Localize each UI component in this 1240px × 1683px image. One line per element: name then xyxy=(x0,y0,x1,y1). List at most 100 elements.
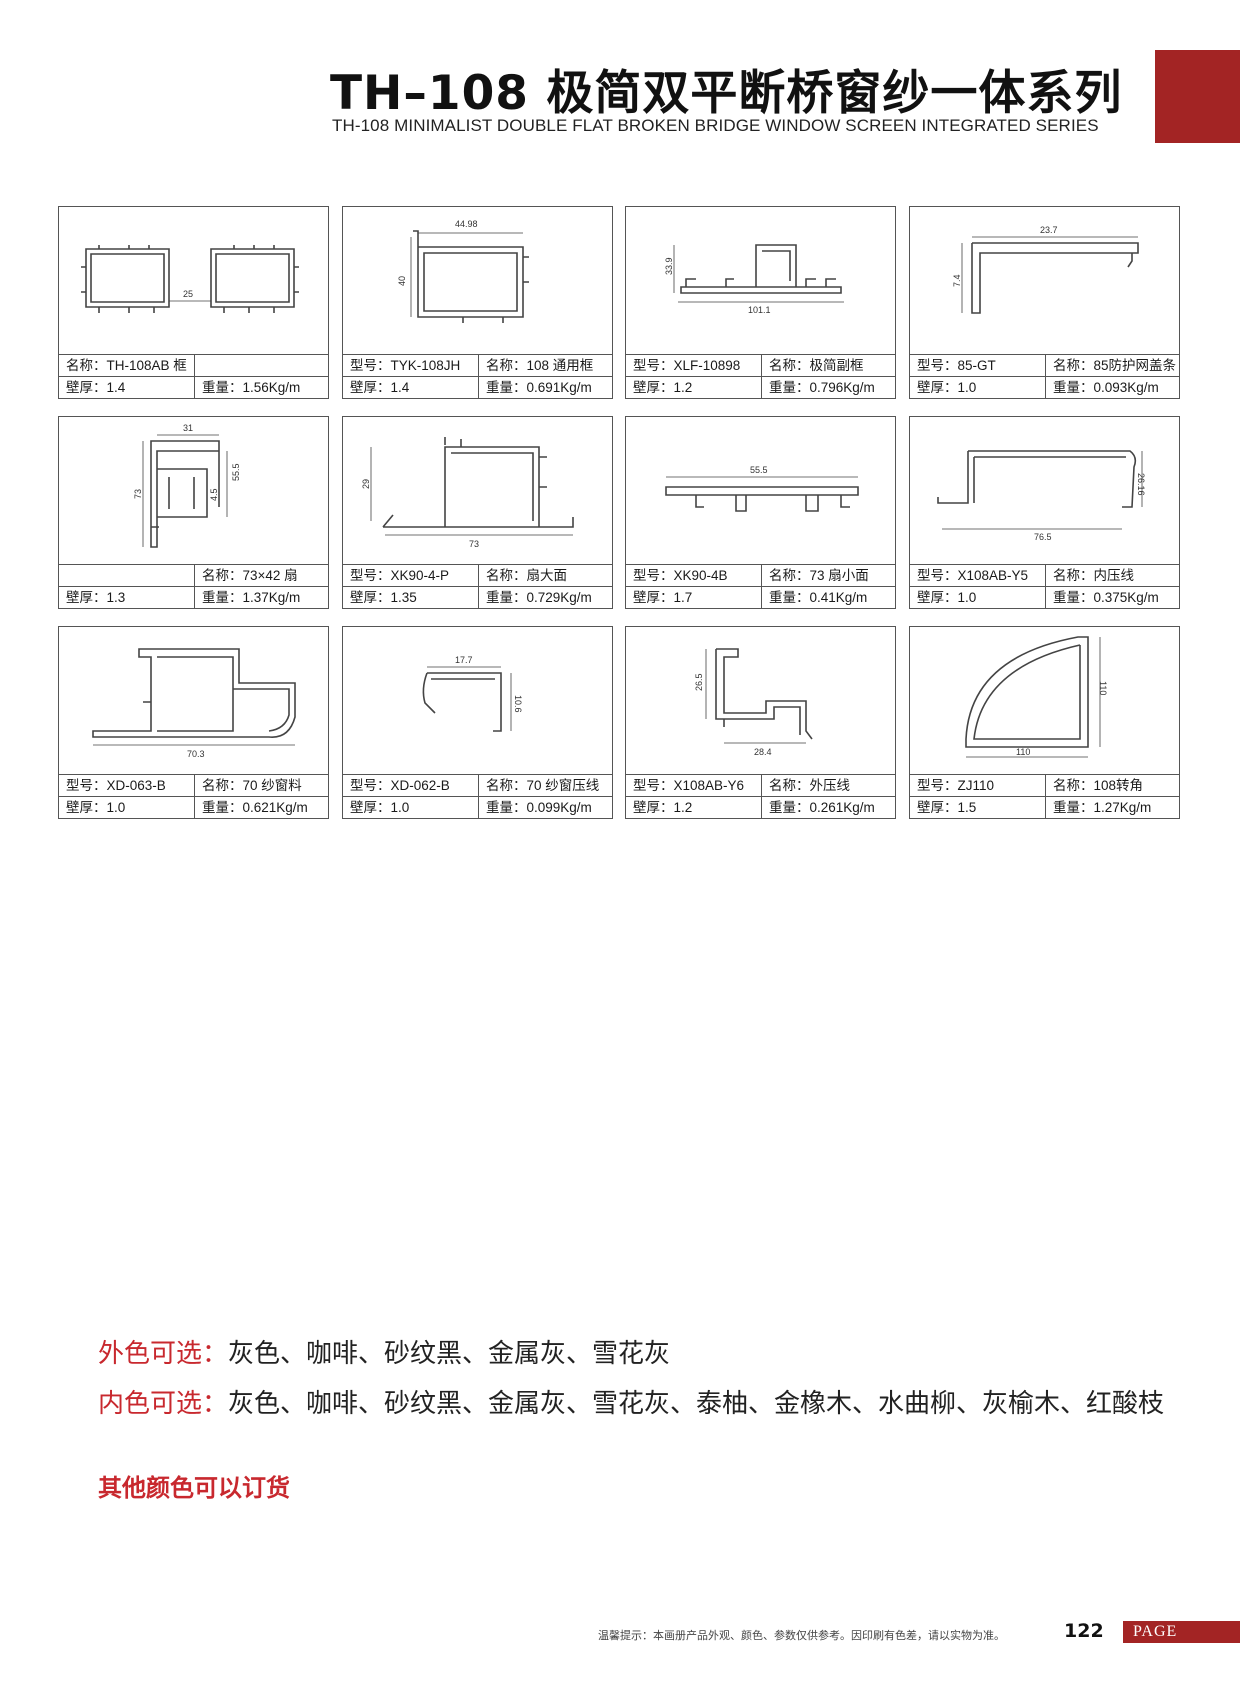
profile-drawing: 110 110 xyxy=(910,627,1179,774)
profile-name: 名称：扇大面 xyxy=(478,565,612,586)
footer-disclaimer: 温馨提示：本画册产品外观、颜色、参数仅供参考。因印刷有色差，请以实物为准。 xyxy=(598,1629,1005,1642)
profile-thickness: 壁厚：1.35 xyxy=(350,590,417,605)
profile-model xyxy=(194,355,328,376)
dim-label: 25 xyxy=(183,289,193,299)
profile-svg: 25 xyxy=(81,245,299,313)
profile-model: 型号：XD-063-B xyxy=(66,778,166,793)
inner-color-values: 灰色、咖啡、砂纹黑、金属灰、雪花灰、泰柚、金橡木、水曲柳、灰榆木、红酸枝 xyxy=(228,1389,1165,1419)
profile-thickness: 壁厚：1.2 xyxy=(633,380,693,395)
dim-label: 28.4 xyxy=(754,747,772,757)
profile-drawing: 26.5 28.4 xyxy=(626,627,895,774)
profile-model: 型号：XK90-4B xyxy=(633,568,728,583)
dim-label: 73 xyxy=(133,489,143,499)
dim-label: 101.1 xyxy=(748,305,771,315)
inner-color-label: 内色可选： xyxy=(98,1389,229,1419)
profile-drawing: 70.3 xyxy=(59,627,328,774)
profile-svg: 23.7 7.4 xyxy=(952,225,1139,314)
dim-label: 17.7 xyxy=(455,655,473,665)
dim-label: 44.98 xyxy=(455,219,478,229)
profile-drawing: 55.5 xyxy=(626,417,895,564)
profile-model: 型号：85-GT xyxy=(917,358,996,373)
dim-label: 31 xyxy=(183,423,193,433)
profile-weight: 重量：1.37Kg/m xyxy=(194,587,328,608)
profile-svg: 31 73 55.5 4.5 xyxy=(133,423,241,548)
profile-thickness: 壁厚：1.4 xyxy=(350,380,410,395)
profile-svg: 26.16 76.5 xyxy=(937,450,1146,542)
profile-weight: 重量：0.729Kg/m xyxy=(478,587,612,608)
outer-color-line: 外色可选：灰色、咖啡、砂纹黑、金属灰、雪花灰 xyxy=(98,1333,670,1370)
profile-name: 名称：85防护网盖条 xyxy=(1045,355,1179,376)
profile-weight: 重量：1.56Kg/m xyxy=(194,377,328,398)
profile-model: 型号：XLF-10898 xyxy=(633,358,741,373)
profile-card: 31 73 55.5 4.5 名称：73×42 扇 壁厚：1.3 重量：1.37K… xyxy=(58,416,329,609)
dim-label: 70.3 xyxy=(187,749,205,759)
profile-model: 型号：TYK-108JH xyxy=(350,358,461,373)
dim-label: 26.16 xyxy=(1136,473,1146,496)
dim-label: 76.5 xyxy=(1034,532,1052,542)
profile-drawing: 25 xyxy=(59,207,328,354)
profile-svg: 70.3 xyxy=(92,648,296,759)
page-tag: PAGE xyxy=(1123,1621,1240,1643)
profile-weight: 重量：1.27Kg/m xyxy=(1045,797,1179,818)
profile-model: 型号：XD-062-B xyxy=(350,778,450,793)
dim-label: 4.5 xyxy=(209,488,219,501)
profile-card: 29 73 型号：XK90-4-P 名称：扇大面 壁厚：1.35 重量：0.729K… xyxy=(342,416,613,609)
dim-label: 73 xyxy=(469,539,479,549)
profile-drawing: 33.9 101.1 xyxy=(626,207,895,354)
profile-model: 型号：X108AB-Y5 xyxy=(917,568,1029,583)
inner-color-line: 内色可选：灰色、咖啡、砂纹黑、金属灰、雪花灰、泰柚、金橡木、水曲柳、灰榆木、红酸… xyxy=(98,1383,1164,1420)
dim-label: 110 xyxy=(1016,747,1030,757)
dim-label: 110 xyxy=(1098,681,1108,695)
profile-model: 型号：XK90-4-P xyxy=(350,568,450,583)
profile-grid: 25 名称：TH-108AB 框 壁厚：1.4 重量：1.56Kg/m 44.98… xyxy=(58,206,1181,820)
profile-thickness: 壁厚：1.3 xyxy=(66,590,126,605)
profile-svg: 55.5 xyxy=(665,465,859,512)
profile-thickness: 壁厚：1.0 xyxy=(66,800,126,815)
dim-label: 40 xyxy=(397,276,407,286)
dim-label: 55.5 xyxy=(750,465,768,475)
profile-drawing: 29 73 xyxy=(343,417,612,564)
profile-svg: 29 73 xyxy=(361,437,574,549)
profile-weight: 重量：0.093Kg/m xyxy=(1045,377,1179,398)
profile-thickness: 壁厚：1.4 xyxy=(66,380,126,395)
dim-label: 10.6 xyxy=(513,695,523,713)
profile-weight: 重量：0.621Kg/m xyxy=(194,797,328,818)
custom-color-note: 其他颜色可以订货 xyxy=(98,1474,290,1502)
profile-drawing: 23.7 7.4 xyxy=(910,207,1179,354)
profile-svg: 33.9 101.1 xyxy=(664,244,844,315)
profile-model: 型号：X108AB-Y6 xyxy=(633,778,745,793)
dim-label: 7.4 xyxy=(952,274,962,287)
profile-weight: 重量：0.261Kg/m xyxy=(761,797,895,818)
profile-card: 25 名称：TH-108AB 框 壁厚：1.4 重量：1.56Kg/m xyxy=(58,206,329,399)
page-title: TH–108 极简双平断桥窗纱一体系列 xyxy=(330,66,1123,121)
page-number: 122 xyxy=(1064,1620,1104,1642)
profile-weight: 重量：0.375Kg/m xyxy=(1045,587,1179,608)
profile-thickness: 壁厚：1.0 xyxy=(350,800,410,815)
profile-drawing: 44.98 40 xyxy=(343,207,612,354)
profile-card: 55.5 型号：XK90-4B 名称：73 扇小面 壁厚：1.7 重量：0.41Kg… xyxy=(625,416,896,609)
outer-color-values: 灰色、咖啡、砂纹黑、金属灰、雪花灰 xyxy=(228,1339,671,1369)
profile-svg: 110 110 xyxy=(965,636,1108,758)
profile-thickness: 壁厚：1.7 xyxy=(633,590,693,605)
profile-weight: 重量：0.691Kg/m xyxy=(478,377,612,398)
profile-name: 名称：70 纱窗料 xyxy=(194,775,328,796)
profile-name: 名称：TH-108AB 框 xyxy=(66,358,187,373)
profile-weight: 重量：0.41Kg/m xyxy=(761,587,895,608)
profile-name: 名称：外压线 xyxy=(761,775,895,796)
profile-name: 名称：73 扇小面 xyxy=(761,565,895,586)
profile-svg: 44.98 40 xyxy=(397,219,529,323)
page-subtitle: TH-108 MINIMALIST DOUBLE FLAT BROKEN BRI… xyxy=(332,116,1099,135)
dim-label: 26.5 xyxy=(694,673,704,691)
profile-svg: 26.5 28.4 xyxy=(694,648,813,757)
profile-drawing: 31 73 55.5 4.5 xyxy=(59,417,328,564)
dim-label: 33.9 xyxy=(664,257,674,275)
profile-drawing: 17.7 10.6 xyxy=(343,627,612,774)
profile-name: 名称：73×42 扇 xyxy=(194,565,328,586)
outer-color-label: 外色可选： xyxy=(98,1339,229,1369)
